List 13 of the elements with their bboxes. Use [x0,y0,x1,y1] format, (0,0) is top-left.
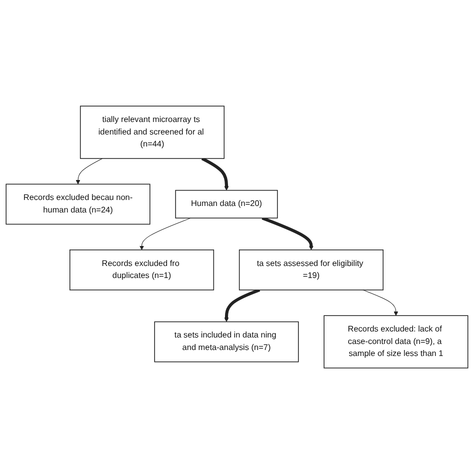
arrow [76,158,103,184]
node-box: Human data (n=20) [175,190,278,218]
node-box: Records excluded fro duplicates (n=1) [70,249,214,290]
arrow [140,218,192,250]
node-box: Records excluded: lack of case-control data (n=9), a sample of size less than 1 [324,315,468,368]
node-box: tially relevant microarray ts identified and screened for al (n=44) [80,106,225,159]
arrow [201,157,229,190]
node-box: ta sets included in data ning and meta-analysis (n=7) [154,321,299,362]
arrow [262,216,314,250]
arrow [362,290,398,316]
arrow [224,288,260,322]
node-box: ta sets assessed for eligibility =19) [238,249,384,290]
node-box: Records excluded becau non-human data (n=24) [6,184,150,225]
